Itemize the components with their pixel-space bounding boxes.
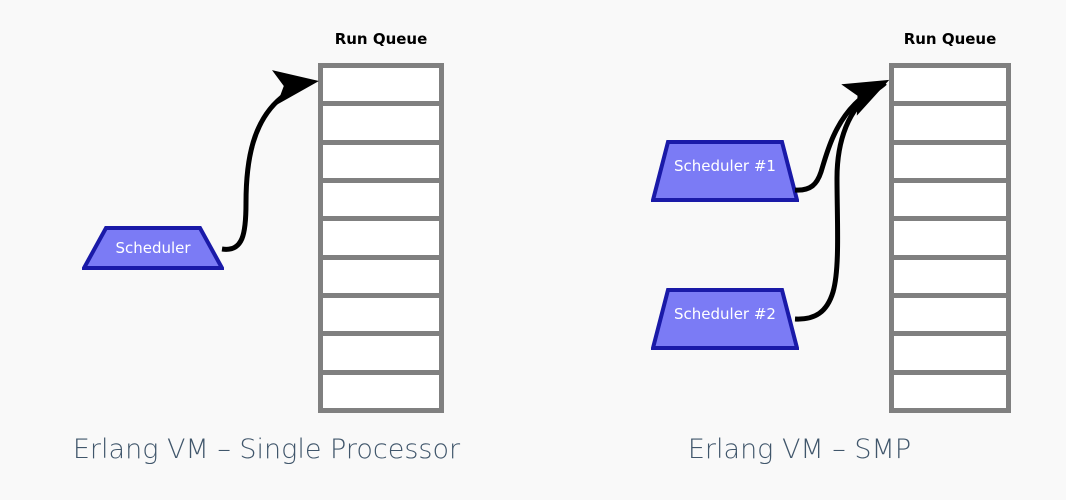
run-queue-label: Run Queue bbox=[334, 30, 428, 48]
scheduler-node-label: Scheduler #1 bbox=[674, 156, 776, 175]
panel-caption-smp: Erlang VM – SMP bbox=[687, 434, 912, 465]
queue-cell bbox=[894, 374, 1006, 408]
queue-cell bbox=[323, 374, 439, 408]
queue-cell bbox=[323, 297, 439, 337]
scheduler-node-label: Scheduler bbox=[115, 238, 191, 257]
queue-cell bbox=[894, 144, 1006, 183]
queue-cell bbox=[894, 182, 1006, 222]
queue-cell bbox=[323, 336, 439, 375]
queue-cell bbox=[323, 259, 439, 298]
queue-cell bbox=[323, 182, 439, 222]
scheduler-node-scheduler[interactable]: Scheduler bbox=[82, 226, 224, 270]
scheduler-node-scheduler-2[interactable]: Scheduler #2 bbox=[651, 288, 799, 350]
trapezoid-shape bbox=[82, 226, 224, 270]
queue-cell bbox=[323, 144, 439, 183]
queue-cell bbox=[894, 68, 1006, 107]
queue-cell bbox=[894, 106, 1006, 145]
queue-cell bbox=[323, 221, 439, 260]
queue-cell bbox=[894, 259, 1006, 298]
trapezoid-shape bbox=[651, 288, 799, 350]
arrow-scheduler2-to-queue bbox=[794, 81, 887, 322]
run-queue bbox=[318, 63, 444, 413]
run-queue bbox=[889, 63, 1011, 413]
scheduler-node-scheduler-1[interactable]: Scheduler #1 bbox=[651, 140, 799, 202]
run-queue-label: Run Queue bbox=[903, 30, 997, 48]
panel-single-processor: Run Queue Scheduler bbox=[72, 30, 461, 465]
panel-smp: Run Queue Scheduler #1 Scheduler #2 bbox=[533, 0, 1066, 500]
arrow-layer-single bbox=[221, 70, 319, 252]
scheduler-node-label: Scheduler #2 bbox=[674, 304, 776, 323]
trapezoid-shape bbox=[651, 140, 799, 202]
panel-caption-single: Erlang VM – Single Processor bbox=[72, 434, 461, 465]
queue-cell bbox=[894, 297, 1006, 337]
queue-cell bbox=[323, 106, 439, 145]
arrow-scheduler1-to-queue bbox=[794, 79, 890, 193]
arrow-scheduler-to-queue bbox=[221, 70, 319, 252]
queue-cell bbox=[323, 68, 439, 107]
arrow-layer-smp bbox=[794, 79, 890, 322]
queue-cell bbox=[894, 336, 1006, 375]
queue-cell bbox=[894, 221, 1006, 260]
